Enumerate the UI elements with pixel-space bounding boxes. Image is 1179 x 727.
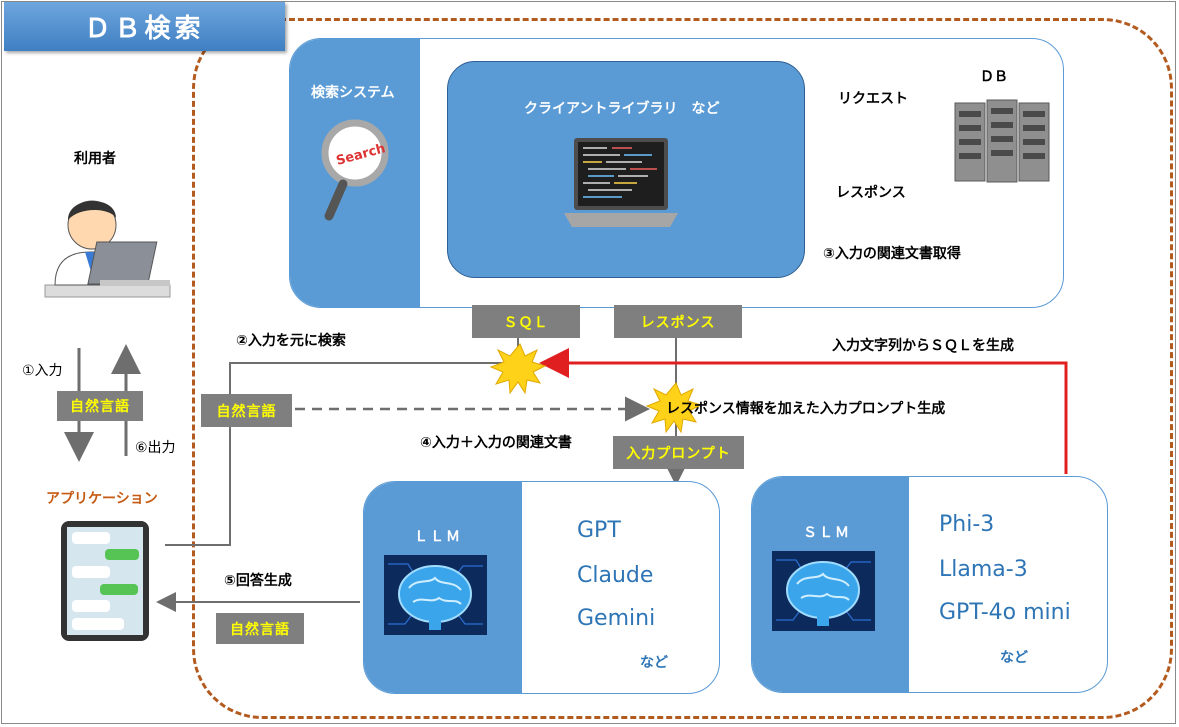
slm-model-3: GPT-4o mini	[939, 600, 1071, 625]
natural-language-label-3: 自然言語	[216, 613, 304, 644]
step5-text: ⑤回答生成	[224, 573, 292, 589]
brain-icon	[772, 551, 875, 631]
llm-etc: など	[640, 655, 668, 671]
llm-model-2: Claude	[577, 563, 654, 588]
step6-text: ⑥出力	[135, 440, 176, 456]
sql-generation-text: 入力文字列からＳＱＬを生成	[832, 338, 1014, 354]
client-library-label: クライアントライブラリ など	[524, 101, 720, 117]
slm-label: ＳＬＭ	[803, 525, 851, 541]
search-magnifier-icon: Search	[321, 119, 389, 221]
slm-etc: など	[1000, 650, 1028, 666]
step2-text: ②入力を元に検索	[236, 333, 346, 349]
page-title: ＤＢ検索	[4, 2, 285, 51]
db-label: ＤＢ	[980, 69, 1008, 85]
sql-generation-arrow	[539, 348, 1068, 474]
slm-model-1: Phi-3	[939, 512, 995, 537]
step3-text: ③入力の関連文書取得	[823, 246, 961, 262]
llm-label: ＬＬＭ	[414, 529, 462, 545]
prompt-generation-text: レスポンス情報を加えた入力プロンプト生成	[666, 401, 946, 417]
laptop-code-icon	[564, 138, 678, 227]
starburst-icon	[645, 382, 703, 434]
input-prompt-label: 入力プロンプト	[613, 436, 744, 469]
sql-label: ＳＱＬ	[472, 305, 580, 338]
natural-language-label: 自然言語	[57, 391, 143, 421]
step1-text: ①入力	[22, 363, 63, 379]
smartphone-app-icon	[61, 521, 149, 641]
database-server-icon	[954, 99, 1050, 183]
request-label: リクエスト	[838, 91, 908, 107]
app-label: アプリケーション	[46, 491, 158, 507]
brain-icon	[384, 555, 487, 635]
response-label: レスポンス	[614, 305, 742, 338]
llm-model-3: Gemini	[577, 606, 656, 631]
llm-panel	[363, 481, 720, 694]
user-label: 利用者	[74, 151, 116, 167]
db-response-label: レスポンス	[836, 185, 906, 201]
search-path	[165, 362, 518, 546]
starburst-icon	[489, 343, 547, 395]
llm-model-1: GPT	[577, 518, 621, 543]
slm-model-2: Llama-3	[939, 557, 1028, 582]
search-system-label: 検索システム	[311, 85, 395, 101]
user-icon	[44, 200, 171, 298]
step4-text: ④入力＋入力の関連文書	[420, 435, 572, 451]
system-boundary	[192, 18, 1173, 719]
natural-language-label-2: 自然言語	[201, 394, 292, 427]
